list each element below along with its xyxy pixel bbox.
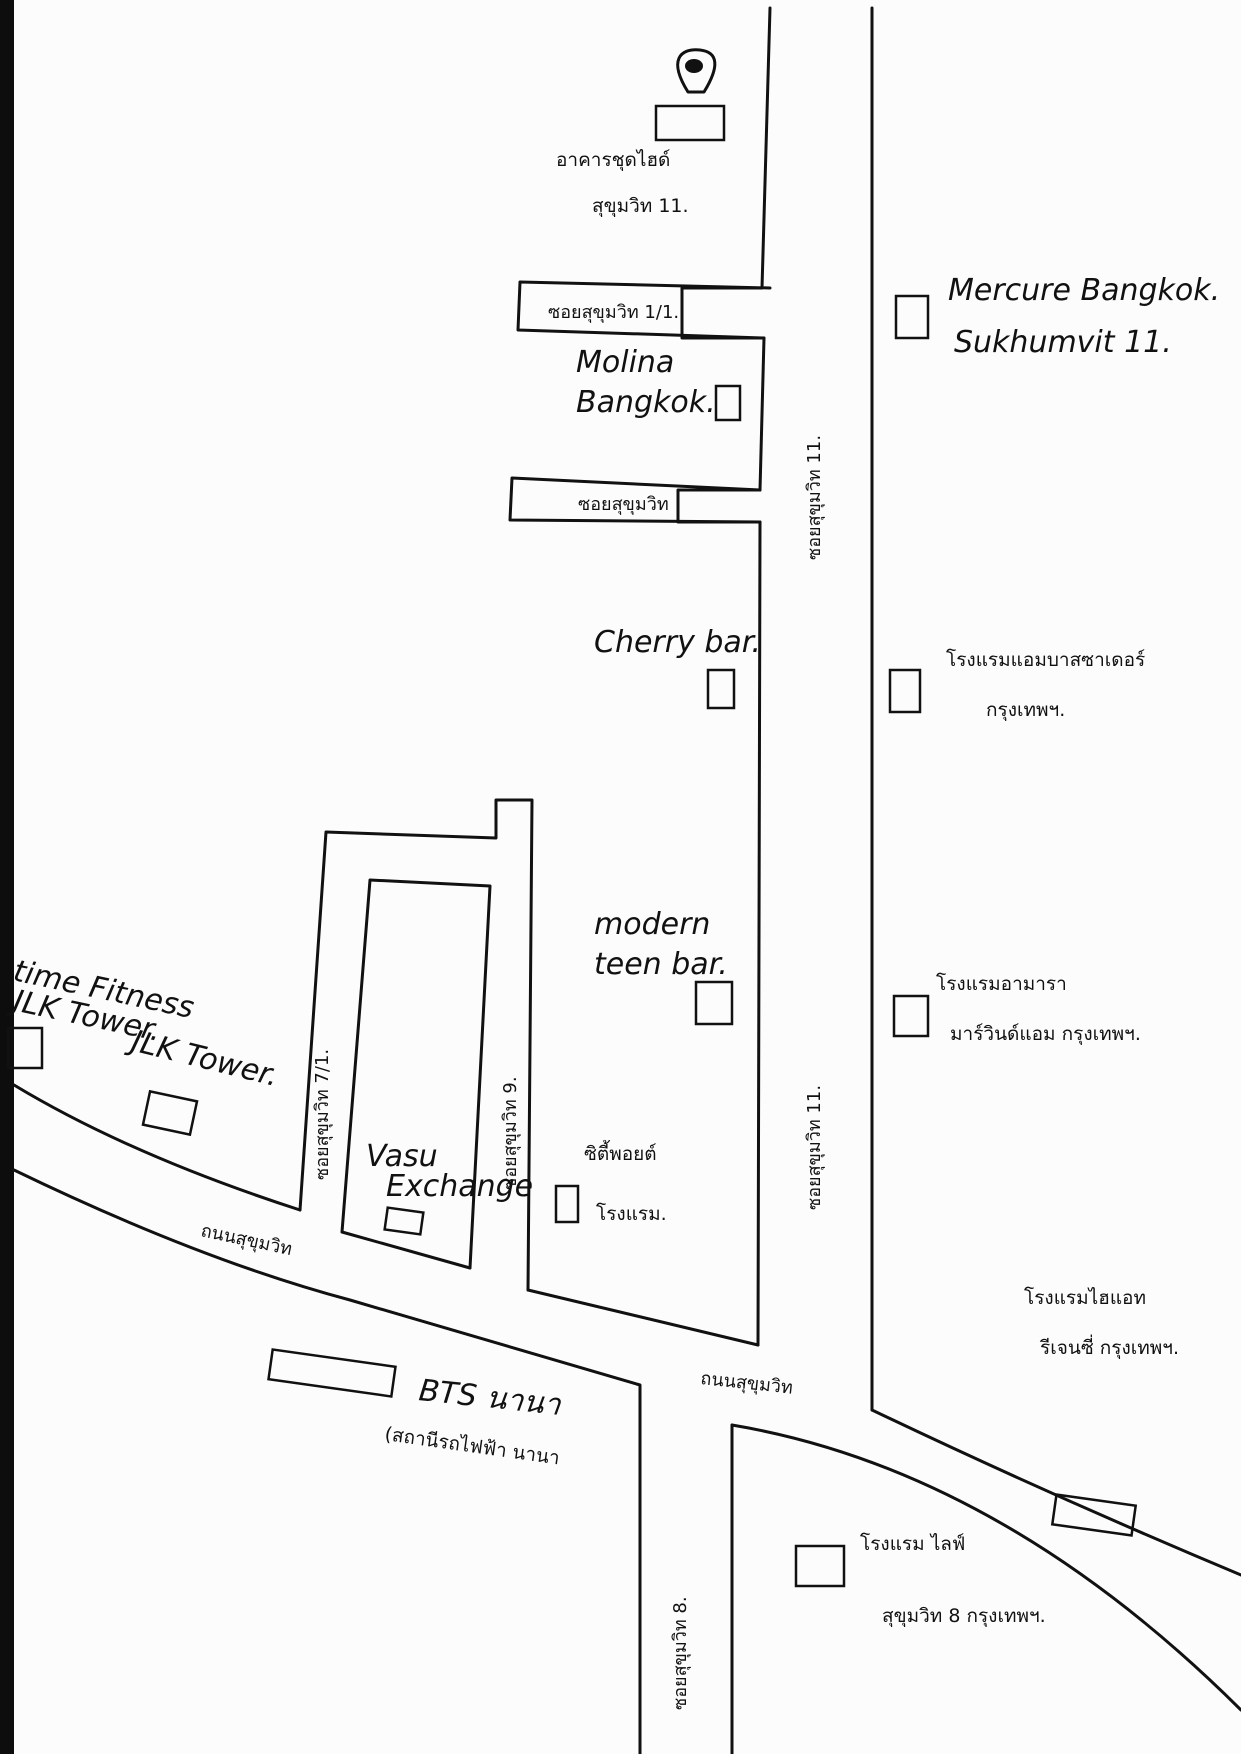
soi-9-right-edge	[526, 1288, 760, 1347]
jlk-label: JLK Tower.	[123, 1023, 282, 1094]
sukhumvit-left-label: ถนนสุขุมวิท	[199, 1220, 294, 1260]
soi-1-1-block	[516, 280, 772, 340]
soi-7-1-label: ซอยสุขุมวิท 7/1.	[312, 1049, 333, 1180]
page-edge-shadow	[0, 0, 14, 1754]
main-soi-left-edge	[676, 6, 772, 1347]
dream-label-line1: โรงแรมอามารา	[936, 972, 1067, 995]
molina-label-line2: Bangkok.	[576, 385, 716, 420]
tryp-label-line2: รีเจนซี่ กรุงเทพฯ.	[1039, 1334, 1179, 1360]
hotel8-label-line1: โรงแรม ไลฟ์	[860, 1532, 965, 1555]
dream-label-line2: มาร์วินด์แอม กรุงเทพฯ.	[950, 1023, 1141, 1046]
citypoint-label-line2: โรงแรม.	[596, 1202, 667, 1225]
soi-7-1-outer	[298, 798, 534, 1292]
sukhumvit-road-middle	[12, 1168, 642, 1754]
citypoint-label-line1: ซิตี้พอยต์	[584, 1140, 657, 1165]
mercure-label-line2: Sukhumvit 11.	[954, 325, 1172, 360]
soi-9-label: ซอยสุขุมวิท 9.	[500, 1076, 521, 1190]
tryp-building	[1050, 1493, 1138, 1537]
jlk-building	[141, 1089, 199, 1137]
modern-label-line2: teen bar.	[594, 947, 728, 982]
soi-1-1-label: ซอยสุขุมวิท 1/1.	[548, 302, 679, 323]
cherry-label: Cherry bar.	[594, 625, 761, 660]
roads	[12, 6, 1241, 1754]
buildings	[6, 104, 1138, 1588]
soi-11-top-label: ซอยสุขุมวิท 11.	[804, 435, 825, 560]
condo-label-line2: สุขุมวิท 11.	[592, 195, 689, 218]
tryp-label-line1: โรงแรมไฮแอท	[1024, 1286, 1146, 1309]
sukhumvit-road-upper	[12, 1083, 302, 1212]
soi-9-inner-block	[340, 878, 492, 1270]
mercure-building	[894, 294, 930, 340]
dream-building	[892, 994, 930, 1038]
condo-building	[654, 104, 726, 142]
modern-label-line1: modern	[594, 907, 710, 942]
ambassador-label-line2: กรุงเทพฯ.	[986, 699, 1065, 722]
location-pin-icon	[676, 48, 717, 94]
molina-building	[714, 384, 742, 422]
soi-11-bottom-label: ซอยสุขุมวิท 11.	[804, 1085, 825, 1210]
vasu-label-line2: Exchange	[386, 1169, 533, 1204]
hotel8-label-line2: สุขุมวิท 8 กรุงเทพฯ.	[882, 1605, 1046, 1628]
sukhumvit-road-right-lower	[870, 1408, 1241, 1577]
soi-upper-block	[508, 476, 762, 524]
ambassador-building	[888, 668, 922, 714]
vasu-label-line1: Vasu	[366, 1139, 438, 1174]
cherry-building	[706, 668, 736, 710]
bts-building	[267, 1348, 397, 1398]
sukhumvit-right-label: ถนนสุขุมวิท	[699, 1368, 793, 1399]
english-labels: Mercure Bangkok. Sukhumvit 11. Molina Ba…	[5, 273, 1220, 1423]
modern-building	[694, 980, 734, 1026]
molina-label-line1: Molina	[576, 345, 674, 380]
mercure-label-line1: Mercure Bangkok.	[948, 273, 1220, 308]
soi-upper-label: ซอยสุขุมวิท	[578, 494, 669, 515]
vasu-building	[383, 1206, 425, 1236]
ambassador-label-line1: โรงแรมแอมบาสซาเดอร์	[946, 648, 1145, 671]
thai-labels: อาคารชุดไฮด์ สุขุมวิท 11. โรงแรมแอมบาสซา…	[383, 149, 1179, 1628]
hotel8-building	[794, 1544, 846, 1588]
bts-label-line2: (สถานีรถไฟฟ้า นานา	[383, 1423, 561, 1469]
citypoint-building	[554, 1184, 580, 1224]
sukhumvit-road-lower-right	[730, 1423, 1241, 1712]
fitness-building	[6, 1026, 44, 1070]
soi-8-label: ซอยสุขุมวิท 8.	[670, 1596, 691, 1710]
condo-label-line1: อาคารชุดไฮด์	[556, 149, 670, 172]
bts-label-line1: BTS นานา	[417, 1373, 563, 1423]
